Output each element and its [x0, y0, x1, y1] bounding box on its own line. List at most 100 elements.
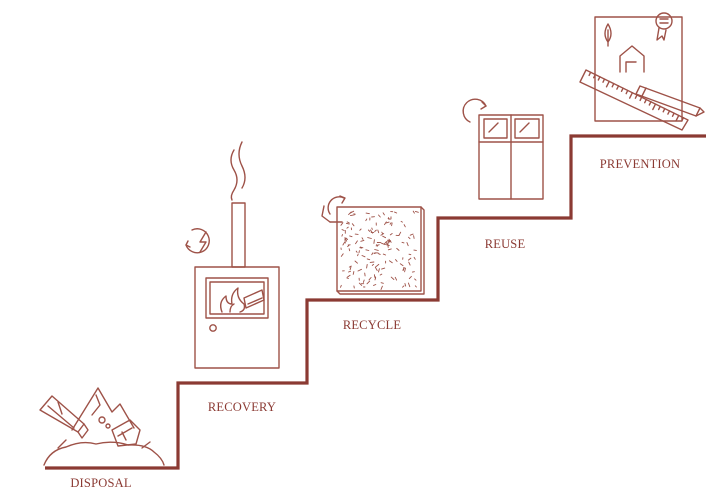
board-fleck — [361, 237, 364, 240]
board-fleck — [360, 239, 365, 242]
board-fleck — [396, 247, 400, 251]
board-fleck — [365, 249, 370, 251]
design-plan-icon — [579, 12, 705, 131]
board-fleck — [382, 212, 385, 216]
board-fleck — [371, 252, 374, 256]
board-fleck — [357, 253, 359, 257]
board-fleck — [346, 274, 351, 278]
board-fleck — [377, 229, 380, 234]
ruler-tick — [667, 110, 671, 115]
board-fleck — [414, 278, 417, 281]
board-fleck — [404, 267, 406, 273]
board-fleck — [357, 268, 362, 272]
board-fleck — [374, 249, 379, 251]
board-fleck — [402, 285, 405, 288]
window-frame-icon — [462, 98, 544, 200]
board-fleck — [378, 268, 380, 273]
board-fleck — [348, 211, 352, 216]
ruler-tick — [648, 101, 652, 106]
board-fleck — [361, 255, 366, 258]
board-fleck — [367, 229, 371, 232]
board-fleck — [346, 226, 349, 229]
ruler-tick — [675, 114, 680, 122]
board-fleck — [384, 241, 388, 245]
board-fleck — [376, 244, 378, 247]
board-fleck — [380, 285, 383, 290]
board-fleck — [345, 237, 349, 240]
board-fleck — [394, 211, 398, 214]
board-fleck — [349, 235, 353, 238]
board-fleck — [345, 222, 350, 225]
ruler-tick — [605, 80, 610, 88]
board-fleck — [403, 224, 406, 228]
board-fleck — [355, 240, 358, 245]
ruler-tick — [625, 89, 629, 95]
board-fleck — [381, 267, 386, 270]
board-fleck — [368, 277, 372, 281]
board-fleck — [359, 228, 362, 231]
board-fleck — [408, 275, 412, 280]
board-fleck — [367, 237, 372, 239]
board-fleck — [414, 285, 417, 288]
board-fleck — [398, 231, 402, 236]
board-fleck — [401, 241, 405, 244]
ruler-tick — [597, 76, 601, 81]
board-fleck — [407, 257, 412, 261]
board-fleck — [341, 234, 343, 237]
board-fleck — [340, 253, 344, 257]
ruler-tick — [634, 94, 638, 99]
board-fleck — [352, 271, 355, 275]
board-fleck — [371, 263, 375, 266]
board-fleck — [365, 218, 368, 222]
board-fleck — [400, 220, 403, 223]
board-fleck — [387, 240, 390, 243]
board-fleck — [409, 233, 414, 236]
board-fleck — [380, 233, 385, 236]
waste-pile-icon — [39, 387, 165, 466]
ruler-tick — [681, 116, 685, 122]
board-fleck — [402, 267, 405, 271]
board-fleck — [355, 250, 358, 253]
board-fleck — [365, 212, 370, 215]
board-fleck — [399, 263, 404, 267]
board-fleck — [385, 244, 390, 247]
board-fleck — [389, 222, 392, 225]
label-prevention: PREVENTION — [600, 157, 680, 171]
board-fleck — [389, 233, 393, 236]
board-fleck — [380, 242, 386, 245]
board-fleck — [358, 282, 363, 286]
board-fleck — [366, 264, 368, 269]
label-recycle: RECYCLE — [343, 318, 402, 332]
board-fleck — [348, 270, 351, 273]
board-fleck — [413, 256, 416, 260]
ruler-tick — [611, 82, 615, 88]
board-fleck — [386, 239, 390, 242]
board-fleck — [366, 258, 371, 261]
board-fleck — [394, 276, 398, 281]
board-fleck — [406, 242, 409, 247]
board-fleck — [390, 276, 395, 280]
board-fleck — [348, 248, 351, 252]
board-fleck — [391, 222, 393, 227]
board-fleck — [377, 253, 381, 255]
label-recovery: RECOVERY — [208, 400, 276, 414]
board-fleck — [387, 218, 391, 220]
staircase-line — [45, 134, 706, 470]
board-fleck — [373, 284, 377, 286]
board-fleck — [373, 239, 375, 244]
board-fleck — [387, 248, 392, 251]
board-fleck — [370, 229, 374, 234]
board-fleck — [379, 273, 383, 276]
board-fleck — [362, 279, 365, 283]
board-fleck — [382, 253, 387, 256]
board-fleck — [388, 238, 392, 243]
ruler-tick — [593, 73, 596, 79]
board-fleck — [375, 263, 380, 268]
particle-board-icon — [321, 195, 425, 295]
board-fleck — [359, 246, 364, 249]
board-fleck — [342, 241, 346, 246]
ruler-tick — [671, 112, 675, 118]
ruler-tick — [620, 87, 624, 93]
ruler-tick — [652, 103, 657, 111]
